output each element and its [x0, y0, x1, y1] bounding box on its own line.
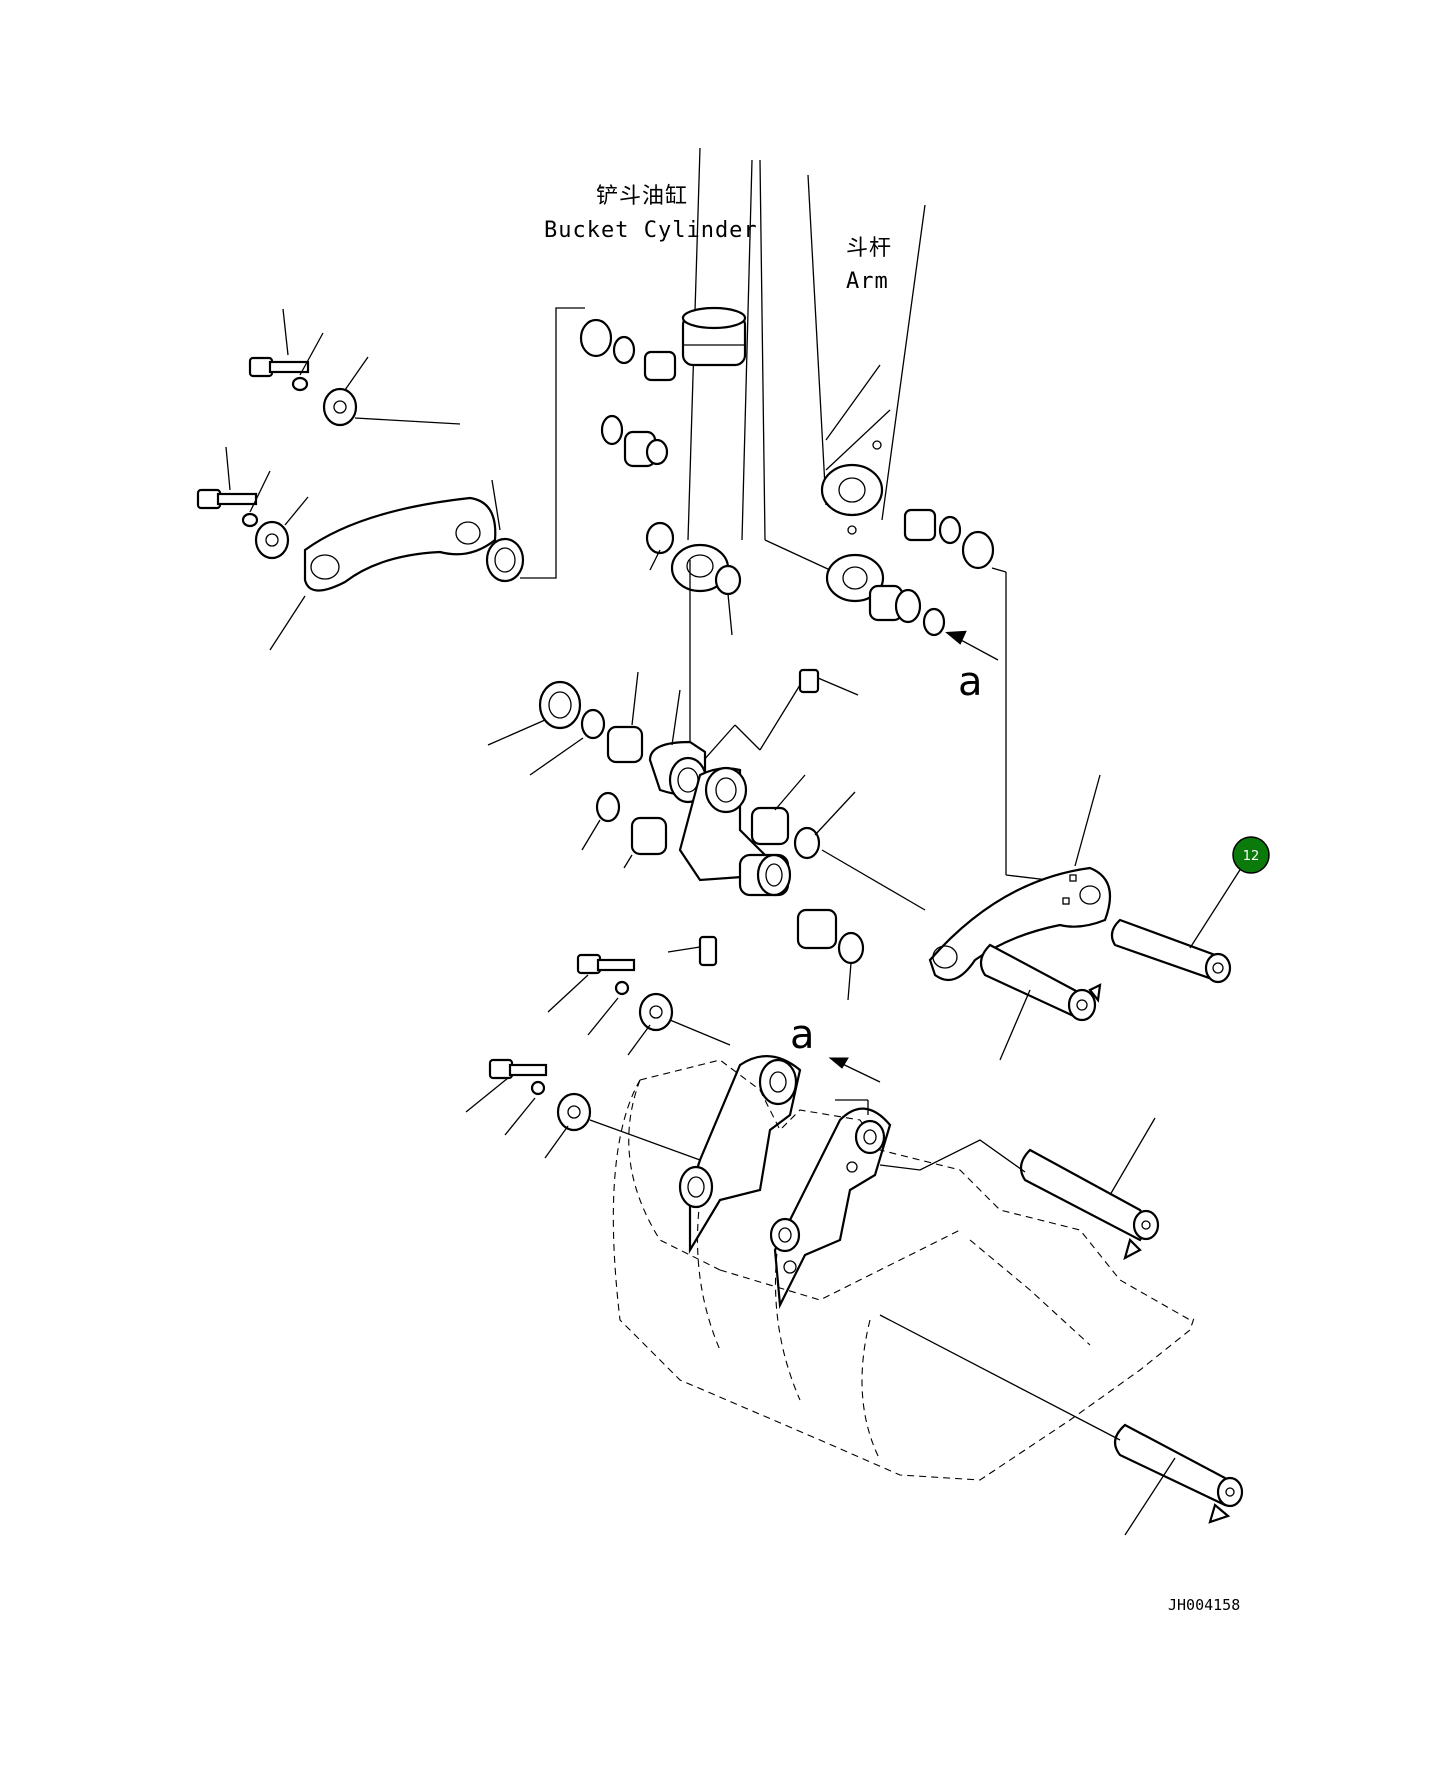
drawing-code: JH004158 — [1168, 1596, 1240, 1614]
right-link-plate — [928, 774, 1112, 982]
left-link-plate — [269, 496, 497, 651]
bucket-cylinder — [670, 147, 753, 593]
bucket-pin-lower — [879, 1314, 1244, 1536]
bucket-link-bracket-left — [678, 1055, 802, 1254]
arm — [759, 159, 926, 603]
lower-bolt-assembly-1 — [547, 953, 731, 1056]
pin-12 — [1110, 861, 1246, 984]
arm-label-en: Arm — [846, 269, 889, 294]
bucket-phantom — [612, 1059, 1196, 1481]
bucket-cylinder-label-en: Bucket Cylinder — [544, 218, 758, 243]
callout-12[interactable]: 12 — [1232, 836, 1270, 874]
bucket-pin-upper — [879, 1117, 1160, 1261]
lower-bolt-assembly-2 — [465, 1058, 701, 1161]
view-arrow-a-lower — [828, 1057, 881, 1115]
callout-12-number[interactable]: 12 — [1243, 849, 1260, 864]
view-arrow-a-upper: a — [958, 659, 983, 705]
bucket-link-bracket-right — [769, 1107, 892, 1309]
center-bushings — [487, 671, 926, 1001]
upper-left-bolt-assembly — [196, 308, 461, 560]
center-linkage — [648, 560, 859, 967]
cylinder-top-bushings — [579, 318, 742, 636]
upper-left-washer — [485, 307, 585, 583]
view-label-a-lower: a — [790, 1012, 815, 1058]
arm-side-bushings — [868, 508, 1066, 883]
callout-12-marker[interactable] — [1232, 836, 1270, 874]
pin-center-right — [979, 943, 1102, 1061]
bucket-cylinder-label-cn: 铲斗油缸 — [596, 184, 688, 209]
arm-label-cn: 斗杆 — [846, 236, 892, 261]
